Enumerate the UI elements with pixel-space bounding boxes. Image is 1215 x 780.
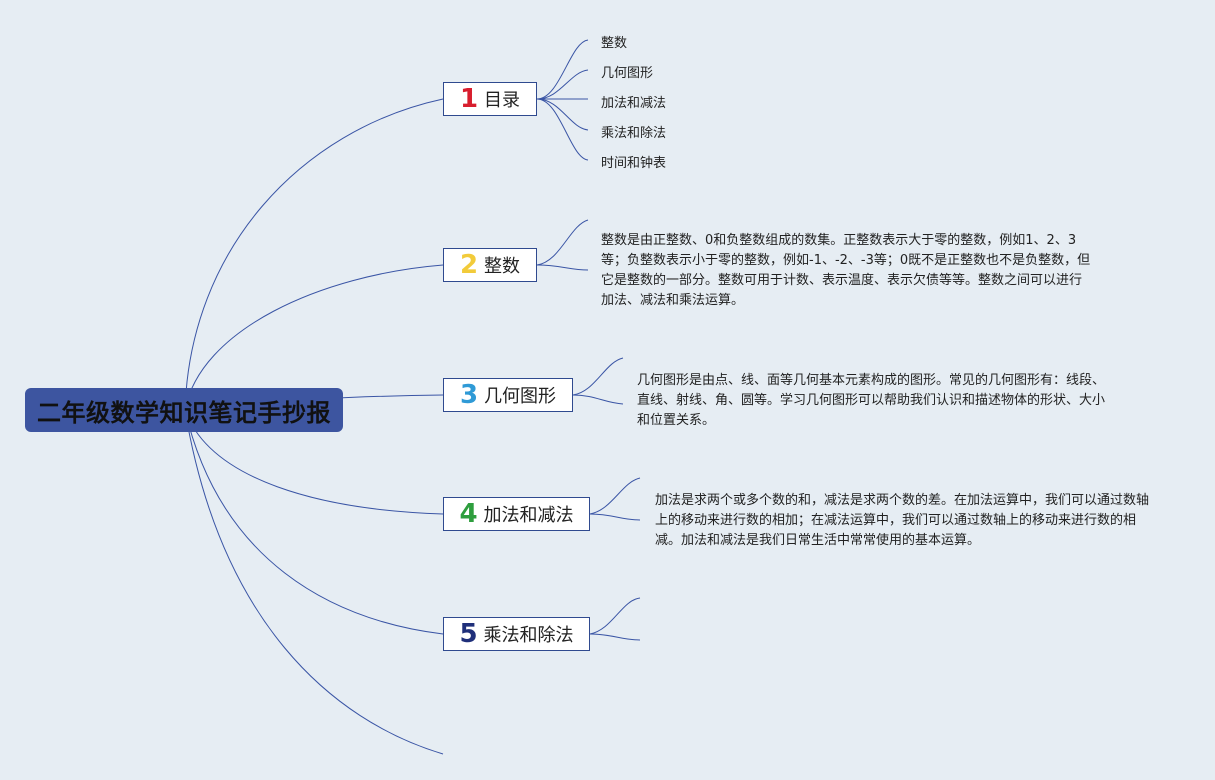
subtopic-item[interactable]: 整数 xyxy=(601,36,628,51)
branch-label: 几何图形 xyxy=(484,386,557,407)
branch-node-5[interactable]: 5 乘法和除法 xyxy=(443,617,590,651)
branch-number: 3 xyxy=(459,380,479,410)
subtopic-item[interactable]: 加法和减法 xyxy=(601,96,667,111)
branch-description[interactable]: 加法是求两个或多个数的和，减法是求两个数的差。在加法运算中，我们可以通过数轴上的… xyxy=(655,493,1150,548)
central-topic[interactable]: 二年级数学知识笔记手抄报 xyxy=(25,388,343,432)
branch-node-2[interactable]: 2 整数 xyxy=(443,248,537,282)
branch-number: 1 xyxy=(459,84,479,114)
branch-number: 4 xyxy=(459,499,478,529)
branch-node-4[interactable]: 4 加法和减法 xyxy=(443,497,590,531)
branch-number: 5 xyxy=(459,619,478,649)
subtopic-item[interactable]: 时间和钟表 xyxy=(601,156,667,171)
branch-number: 2 xyxy=(459,250,479,280)
subtopic-item[interactable]: 几何图形 xyxy=(601,66,654,81)
branch-label: 目录 xyxy=(484,90,521,111)
branch-label: 加法和减法 xyxy=(483,505,574,526)
branch-node-1[interactable]: 1 目录 xyxy=(443,82,537,116)
branch-description[interactable]: 整数是由正整数、0和负整数组成的数集。正整数表示大于零的整数，例如1、2、3等；… xyxy=(601,233,1091,308)
branch-label: 整数 xyxy=(484,256,521,277)
branch-node-3[interactable]: 3 几何图形 xyxy=(443,378,573,412)
subtopic-item[interactable]: 乘法和除法 xyxy=(601,126,667,141)
branch-label: 乘法和除法 xyxy=(483,625,574,646)
branch-description[interactable]: 几何图形是由点、线、面等几何基本元素构成的图形。常见的几何图形有：线段、直线、射… xyxy=(637,373,1106,428)
